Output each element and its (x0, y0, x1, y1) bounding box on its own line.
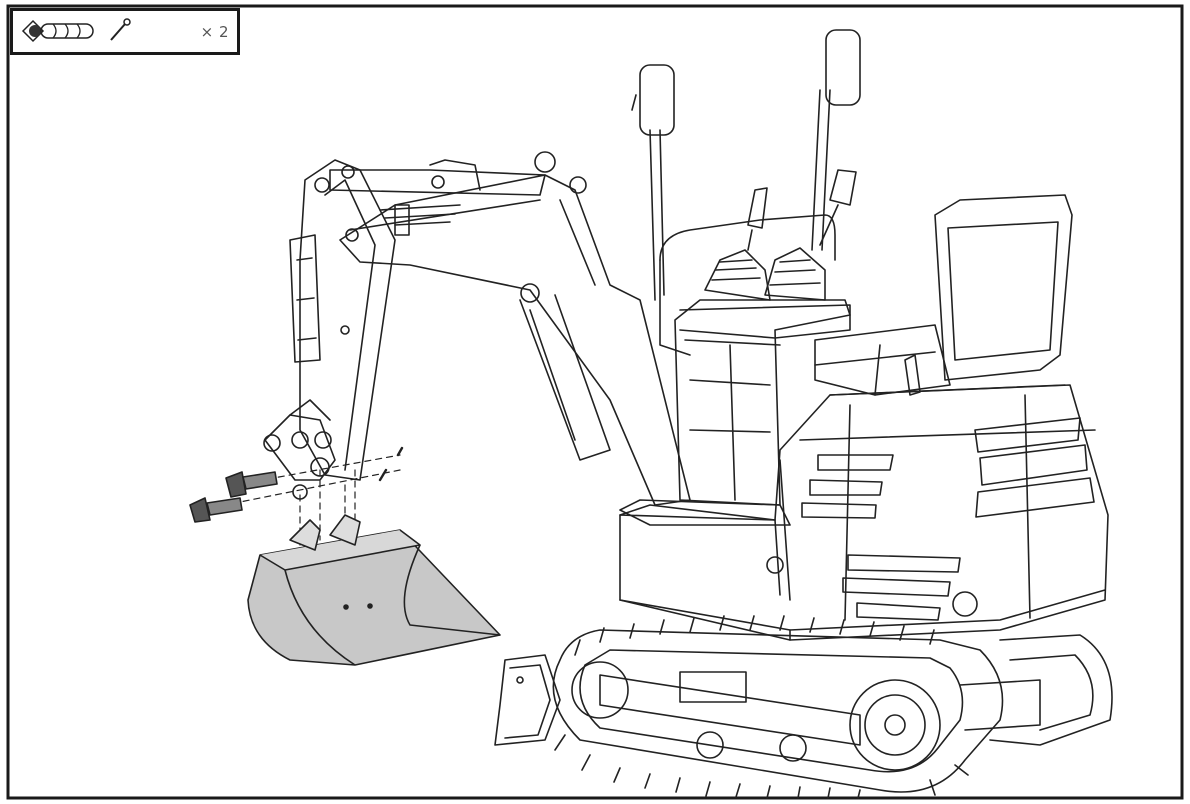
bucket (247, 514, 501, 666)
parts-callout: × 2 (10, 8, 240, 55)
bucket-pins (189, 446, 404, 523)
operator-console (631, 29, 861, 506)
bucket-pin-icon (21, 19, 94, 43)
dipper-arm (263, 159, 396, 500)
dozer-blade (494, 654, 561, 746)
outer-border (6, 4, 1184, 800)
boom-arm (329, 151, 691, 506)
upper-body (619, 384, 1109, 641)
cotter-pin-icon (110, 18, 131, 41)
operator-seat (814, 194, 1073, 396)
track-assembly (552, 615, 1113, 799)
quantity-label: × 2 (200, 23, 229, 41)
